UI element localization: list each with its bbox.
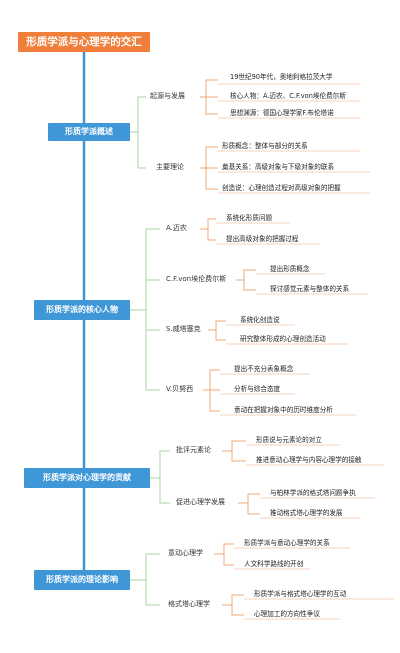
root-node: 形质学派与心理学的交汇 [18,32,150,52]
branch-critique-elementism: 批评元素论 [176,446,211,454]
leaf-theory-2: 奠基关系：高级对象与下级对象的联系 [222,163,335,171]
section-overview: 形质学派概述 [48,123,130,141]
branch-act-psychology: 意动心理学 [168,549,203,557]
branch-ehrenfels: C.F.von埃伦费尔斯 [166,275,227,283]
leaf-gestalt-1: 形质学派与格式塔心理学的互动 [254,590,347,598]
section-influence: 形质学派的理论影响 [34,570,130,590]
leaf-benussi-3: 意动在把握对象中的历时维度分析 [234,406,333,414]
branch-main-theory: 主要理论 [156,163,184,171]
leaf-critique-2: 推进意动心理学与内容心理学的接触 [256,456,362,464]
leaf-act-2: 人文科学路线的开创 [244,560,304,568]
leaf-meinong-1: 系统化形质问题 [226,214,273,222]
branch-gestalt-psychology: 格式塔心理学 [168,600,210,608]
leaf-promote-1: 与柏林学派的格式塔问题争执 [270,489,356,497]
leaf-origin-2: 核心人物：A.迈农、C.F.von埃伦费尔斯 [230,92,346,100]
section-contributions: 形质学派对心理学的贡献 [24,468,150,488]
branch-origin: 起源与发展 [150,92,185,100]
leaf-origin-1: 19世纪90年代，奥地利格拉茨大学 [230,73,333,81]
branch-witasek: S.威塔塞克 [166,325,201,333]
branch-benussi: V.贝努西 [166,385,194,393]
leaf-critique-1: 形质说与元素论的对立 [256,436,322,444]
leaf-gestalt-2: 心理加工的方向性争议 [254,610,320,618]
leaf-benussi-2: 分析与综合态度 [234,385,281,393]
leaf-witasek-2: 研究整体形成的心理创造活动 [240,335,326,343]
branch-meinong: A.迈农 [166,224,187,232]
leaf-ehrenfels-1: 提出形质概念 [270,265,310,273]
leaf-witasek-1: 系统化创造说 [240,316,280,324]
leaf-promote-2: 推动格式塔心理学的发展 [270,509,343,517]
branch-promote-psychology: 促进心理学发展 [176,498,225,506]
section-core-figures: 形质学派的核心人物 [34,300,130,320]
leaf-theory-3: 创造说：心理创造过程对高级对象的把握 [222,184,341,192]
leaf-theory-1: 形质概念：整体与部分的关系 [222,142,308,150]
leaf-origin-3: 思想渊源：德国心理学家F.布伦塔诺 [230,109,334,117]
leaf-benussi-1: 提出不充分表象概念 [234,365,294,373]
leaf-ehrenfels-2: 探讨感觉元素与整体的关系 [270,285,350,293]
leaf-meinong-2: 提出高级对象的把握过程 [226,235,299,243]
leaf-act-1: 形质学派与意动心理学的关系 [244,539,330,547]
